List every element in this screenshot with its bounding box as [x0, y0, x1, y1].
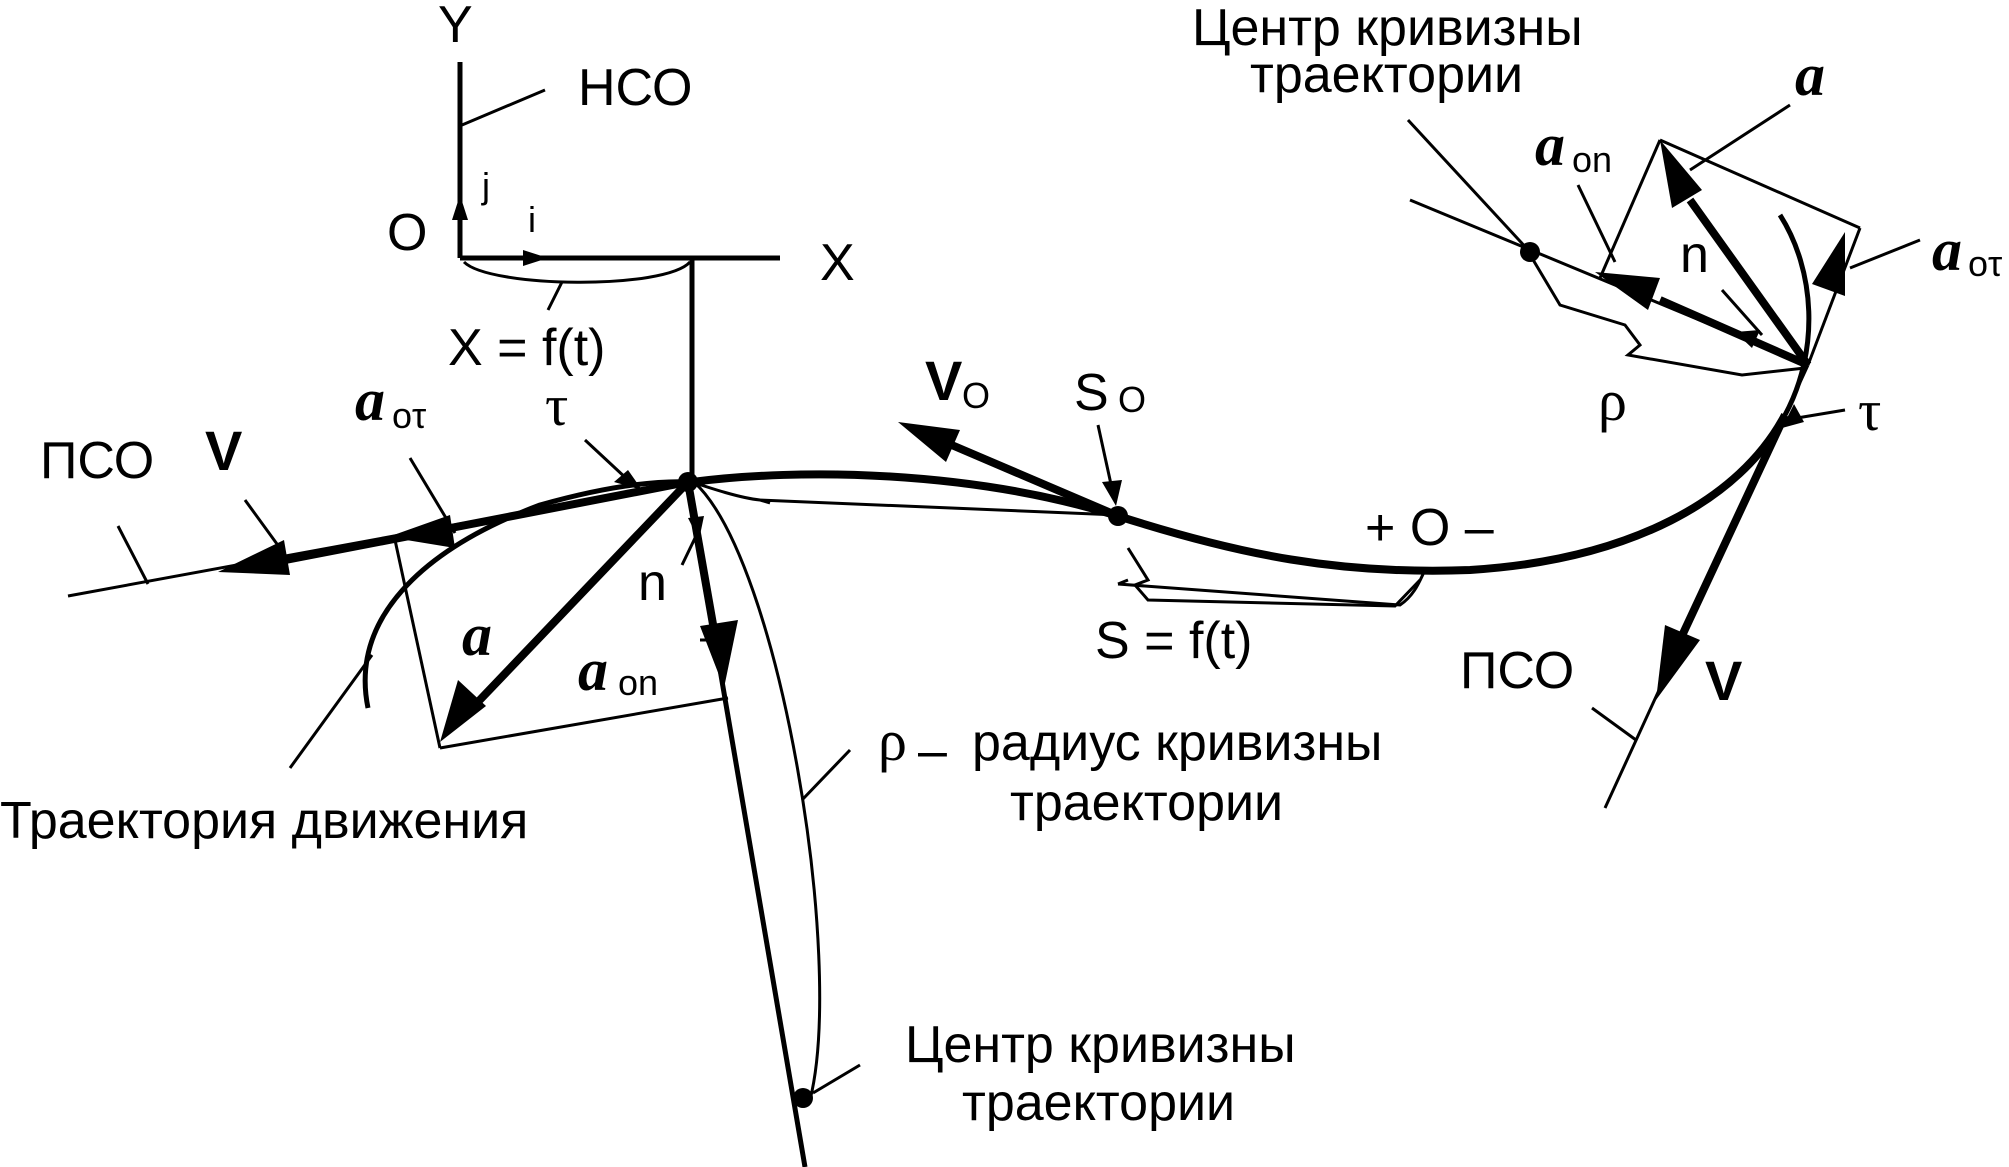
arc-law-label: S = f(t) — [1095, 612, 1252, 670]
left-accel-tau-leader — [408, 457, 457, 534]
velocity-o-label: V — [925, 349, 962, 412]
right-accel-label: a — [1795, 42, 1825, 108]
left-center-leader — [812, 1063, 861, 1095]
radius-rho-label: ρ — [878, 708, 907, 773]
s0-brace-tail — [759, 498, 771, 505]
left-normal-label: n — [638, 554, 667, 612]
arc-law-brace-path — [1126, 547, 1422, 608]
left-radius-leader — [800, 748, 852, 802]
left-curvature-center — [793, 1088, 813, 1108]
left-frame-label: ПСО — [40, 432, 154, 490]
x-law-label: X = f(t) — [448, 319, 605, 377]
left-radius-brace — [692, 480, 822, 1101]
right-accel-n-sub: on — [1572, 139, 1612, 180]
unit-j-label: j — [481, 165, 490, 206]
left-frame-tick — [116, 525, 150, 585]
right-velocity-vector — [1676, 413, 1789, 642]
left-accel-n-label: a — [578, 637, 608, 703]
right-rho-label: ρ — [1598, 368, 1627, 433]
right-accel-tau-leader — [1849, 238, 1921, 270]
center-top-line1: Центр кривизны — [1192, 0, 1583, 57]
right-accel-n-head — [1595, 272, 1660, 310]
velocity-o-head — [898, 422, 960, 462]
right-tangent-head — [1782, 404, 1804, 428]
left-parallelogram-side2 — [439, 696, 729, 750]
left-velocity-vector — [269, 478, 689, 567]
right-accel-n-label: a — [1535, 112, 1565, 178]
trajectory-curve — [288, 213, 1812, 769]
fixed-frame-label: НСО — [578, 59, 692, 117]
trajectory-main — [691, 413, 1789, 575]
left-tangent-leader — [583, 438, 630, 482]
right-accel-n-leader — [1576, 184, 1617, 263]
right-velocity-head — [1656, 625, 1700, 700]
fixed-frame-leader — [461, 88, 546, 127]
center-bottom-line1: Центр кривизны — [905, 1016, 1296, 1074]
center-bottom-line2: траектории — [962, 1074, 1235, 1132]
right-center-leader — [1406, 118, 1532, 254]
s0-brace — [691, 480, 1119, 517]
axis-y-label: Y — [438, 0, 473, 54]
right-accel-tau-head — [1812, 232, 1845, 296]
radius-label-line1: радиус кривизны — [972, 714, 1382, 772]
right-rho-brace — [1530, 257, 1806, 377]
center-top-line2: траектории — [1250, 46, 1523, 104]
left-accel-tau-head — [388, 515, 455, 548]
trajectory-right-arc — [1777, 213, 1812, 417]
right-parallelogram-side3 — [1806, 227, 1862, 366]
axis-x-label: X — [820, 234, 855, 292]
right-parallelogram-side1 — [1598, 139, 1662, 279]
right-velocity-label: V — [1705, 649, 1742, 712]
left-velocity-head — [218, 540, 290, 575]
left-radius-line — [685, 481, 808, 1167]
x-law-brace — [462, 260, 692, 284]
velocity-o-vector — [938, 436, 1120, 520]
arc-origin-leader-head — [1102, 480, 1122, 506]
left-normal-leader — [680, 535, 698, 566]
arc-origin-sub: O — [1118, 379, 1146, 420]
left-point-group — [67, 438, 861, 1167]
unit-vector-i-head — [523, 250, 548, 266]
left-tangent-label: τ — [545, 373, 568, 438]
sign-convention-label: + O – — [1365, 499, 1494, 557]
right-tangent-label: τ — [1858, 378, 1881, 443]
unit-i-label: i — [528, 199, 536, 240]
right-accel-vector — [1686, 197, 1812, 368]
right-normal-label: n — [1680, 226, 1709, 284]
right-frame-tick — [1591, 706, 1637, 742]
left-accel-tau-sub: oτ — [392, 395, 426, 436]
left-accel-tau-label: a — [355, 367, 385, 433]
unit-vector-j-head — [452, 195, 468, 220]
fixed-coordinate-system — [452, 62, 780, 482]
left-accel-label: a — [462, 602, 492, 668]
right-frame-label: ПСО — [1460, 642, 1574, 700]
origin-label: O — [387, 204, 427, 262]
right-normal-vector — [1748, 335, 1810, 368]
left-tangent-head — [614, 470, 642, 490]
right-accel-tau-sub: oτ — [1968, 243, 2002, 284]
velocity-o-sub: O — [962, 375, 990, 416]
left-accel-head — [440, 680, 486, 742]
radius-label-line2: траектории — [1010, 774, 1283, 832]
radius-dash: – — [918, 722, 947, 780]
arc-law-brace — [1117, 569, 1427, 607]
right-normal-head — [1735, 330, 1760, 348]
right-point-group — [1406, 103, 1921, 809]
left-velocity-leader — [243, 499, 287, 556]
right-accel-tau-label: a — [1932, 217, 1962, 283]
left-accel-vector — [472, 479, 691, 708]
x-law-leader — [546, 281, 564, 311]
left-parallelogram-side1 — [393, 539, 442, 749]
left-accel-n-sub: on — [618, 662, 658, 703]
right-parallelogram-side2 — [1659, 138, 1861, 230]
right-accel-head — [1660, 140, 1702, 208]
right-normal-leader — [1720, 289, 1764, 336]
trajectory-leader — [288, 654, 374, 769]
trajectory-label: Траектория движения — [0, 792, 528, 850]
left-velocity-label: V — [205, 419, 242, 482]
right-accel-leader — [1689, 103, 1791, 172]
arc-origin-label: S — [1074, 364, 1109, 422]
